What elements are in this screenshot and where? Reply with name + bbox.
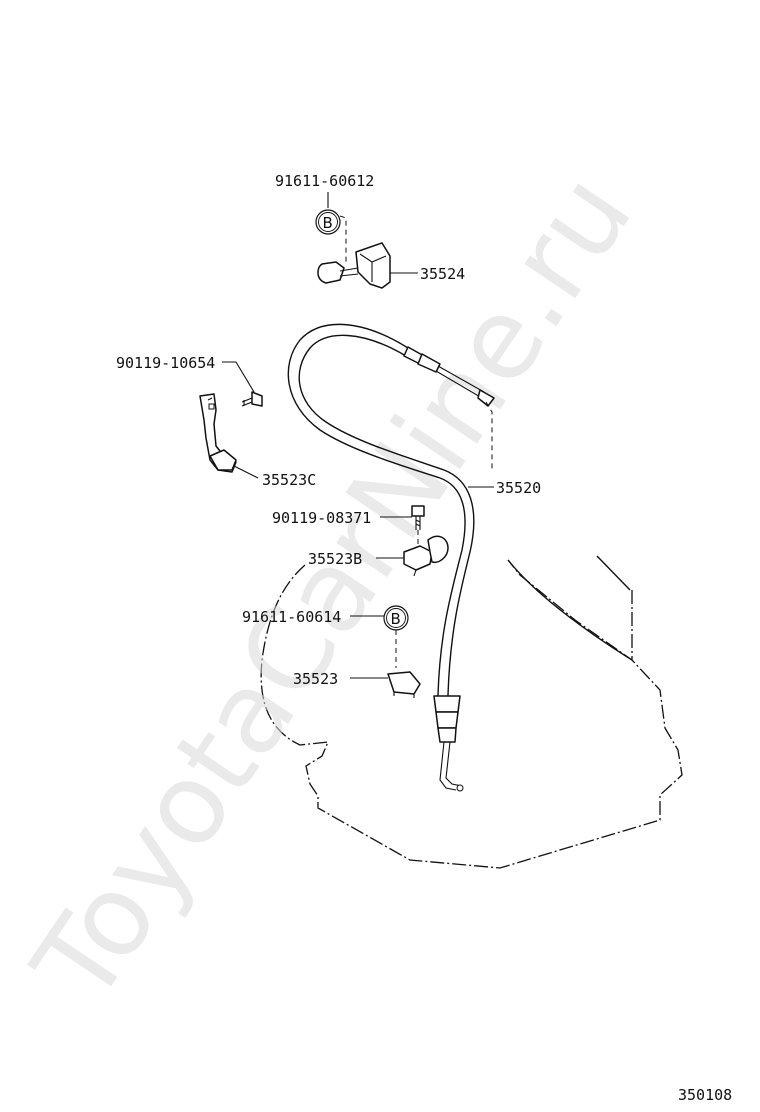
bolt-90119-10654 xyxy=(241,391,263,407)
transmission-housing-outline xyxy=(260,555,683,869)
label-clip-top: 91611-60612 xyxy=(275,172,374,190)
label-clip-bottom: 91611-60614 xyxy=(242,608,341,626)
label-bracket-mid: 35523B xyxy=(308,550,362,568)
callout-bolt-left xyxy=(222,361,255,393)
figure-number: 350108 xyxy=(678,1086,732,1104)
watermark-text: ToyotaCarNine.ru xyxy=(9,152,657,1026)
clip-marker-top-letter: B xyxy=(323,214,333,232)
label-bracket-bottom: 35523 xyxy=(293,670,338,688)
clip-marker-bottom-letter: B xyxy=(391,610,401,628)
bolt-90119-08371 xyxy=(411,505,425,530)
callout-bracket-left xyxy=(233,465,259,479)
label-bolt-left: 90119-10654 xyxy=(116,354,215,372)
bracket-35523 xyxy=(387,671,421,698)
shift-cable-35520 xyxy=(287,323,495,792)
clip-marker-top: B xyxy=(315,209,341,235)
bracket-35524 xyxy=(317,242,391,289)
label-bolt-mid: 90119-08371 xyxy=(272,509,371,527)
label-bracket-top: 35524 xyxy=(420,265,465,283)
cable-end-dashline xyxy=(485,401,493,470)
bracket-35523C xyxy=(199,393,237,473)
label-bracket-left: 35523C xyxy=(262,471,316,489)
label-cable: 35520 xyxy=(496,479,541,497)
bracket-35523B xyxy=(403,535,449,577)
clip-marker-bottom: B xyxy=(383,605,409,631)
